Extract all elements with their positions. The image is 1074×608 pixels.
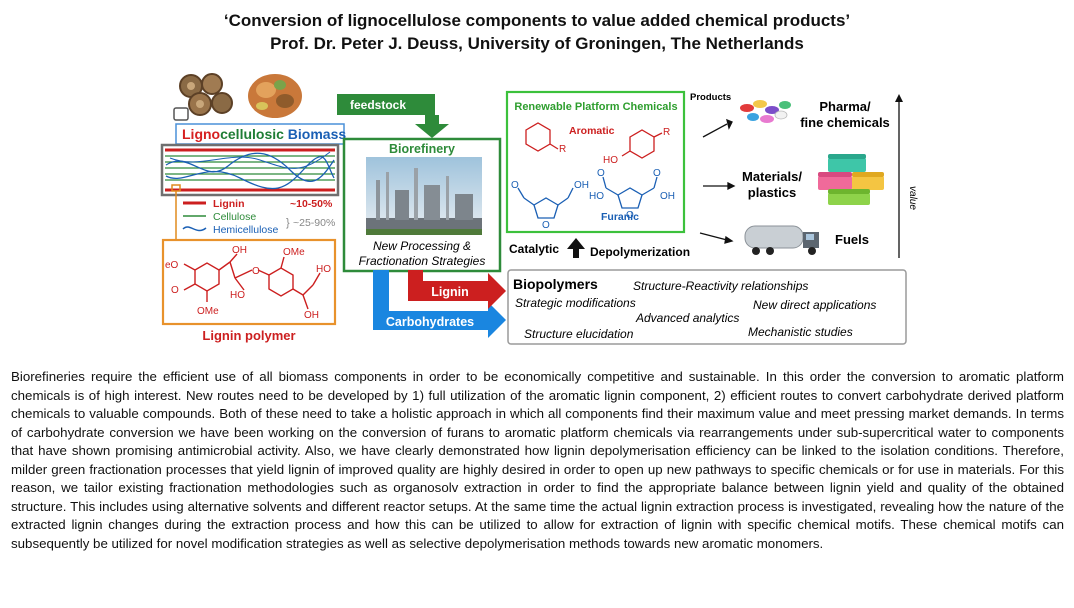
svg-text:~10-50%: ~10-50% bbox=[290, 198, 333, 210]
svg-text:O: O bbox=[252, 266, 260, 277]
svg-text:HO: HO bbox=[230, 290, 245, 301]
svg-text:HO: HO bbox=[603, 155, 618, 166]
products-label: Products bbox=[690, 92, 731, 103]
product-arrows bbox=[699, 118, 736, 244]
svg-text:OH: OH bbox=[574, 180, 589, 191]
body-paragraph: Biorefineries require the efficient use … bbox=[11, 369, 1064, 551]
svg-text:OH: OH bbox=[232, 245, 247, 256]
value-axis-label: value bbox=[907, 186, 918, 210]
materials-label-line2: plastics bbox=[748, 185, 796, 200]
depolymerization-label: Depolymerization bbox=[590, 245, 690, 259]
materials-label-line1: Materials/ bbox=[742, 169, 802, 184]
carbohydrates-arrow bbox=[373, 270, 506, 338]
lignin-arrow-label: Lignin bbox=[431, 285, 469, 299]
furanic-structures bbox=[517, 176, 658, 219]
biopolymers-title: Biopolymers bbox=[513, 276, 598, 292]
title-line-1: ‘Conversion of lignocellulose components… bbox=[223, 11, 851, 30]
svg-text:OMe: OMe bbox=[197, 306, 219, 317]
topic-mechanistic: Mechanistic studies bbox=[748, 325, 853, 339]
biorefinery-caption-line2: Fractionation Strategies bbox=[359, 254, 486, 268]
svg-text:Cellulose: Cellulose bbox=[213, 211, 256, 223]
svg-text:Hemicellulose: Hemicellulose bbox=[213, 224, 279, 236]
title-line-2: Prof. Dr. Peter J. Deuss, University of … bbox=[270, 34, 804, 53]
lignin-structure bbox=[183, 253, 321, 310]
process-diagram: Lignocellulosic Biomass Lignin ~10-50% C… bbox=[160, 72, 918, 345]
organic-waste-image bbox=[248, 74, 302, 118]
aromatic-label: Aromatic bbox=[569, 125, 615, 137]
fibre-structure bbox=[160, 143, 340, 197]
svg-text:HO: HO bbox=[589, 191, 604, 202]
value-axis bbox=[895, 94, 903, 258]
catalytic-label: Catalytic bbox=[509, 242, 559, 256]
svg-text:}: } bbox=[286, 217, 290, 229]
svg-text:O: O bbox=[626, 210, 634, 221]
furanic-structure-labels: O O OH O HO O O OH bbox=[511, 168, 675, 231]
refinery-image bbox=[366, 157, 482, 235]
feedstock-label: feedstock bbox=[350, 98, 406, 112]
aromatic-structures bbox=[525, 122, 663, 159]
feedstock-arrow bbox=[337, 94, 449, 138]
box-icon bbox=[173, 107, 189, 121]
svg-text:O: O bbox=[653, 168, 661, 179]
carbohydrates-arrow-label: Carbohydrates bbox=[386, 315, 474, 329]
platform-chemicals-title: Renewable Platform Chemicals bbox=[514, 101, 677, 113]
svg-text:R: R bbox=[559, 144, 566, 155]
svg-text:R: R bbox=[663, 127, 670, 138]
pharma-label-line1: Pharma/ bbox=[819, 99, 871, 114]
svg-text:O: O bbox=[597, 168, 605, 179]
furanic-label: Furanic bbox=[601, 211, 639, 223]
pharma-label-line2: fine chemicals bbox=[800, 115, 890, 130]
biopolymers-box bbox=[507, 269, 907, 345]
tanker-truck-image bbox=[744, 225, 819, 255]
svg-text:HO: HO bbox=[316, 264, 331, 275]
biorefinery-caption-line1: New Processing & bbox=[373, 239, 471, 253]
svg-text:Lignin: Lignin bbox=[213, 198, 245, 210]
fuels-label: Fuels bbox=[835, 232, 869, 247]
up-arrow-icon bbox=[567, 238, 585, 258]
lignin-polymer-label: Lignin polymer bbox=[202, 328, 295, 343]
composition-legend: Lignin ~10-50% Cellulose Hemicellulose }… bbox=[182, 198, 335, 236]
topic-new-direct: New direct applications bbox=[753, 298, 876, 312]
aromatic-structure-labels: R R HO bbox=[559, 127, 670, 166]
svg-text:OH: OH bbox=[304, 310, 319, 321]
svg-text:OMe: OMe bbox=[283, 247, 305, 258]
svg-text:~25-90%: ~25-90% bbox=[293, 217, 335, 229]
topic-strategic: Strategic modifications bbox=[515, 296, 636, 310]
topic-advanced: Advanced analytics bbox=[635, 311, 739, 325]
svg-text:OH: OH bbox=[660, 191, 675, 202]
svg-text:O: O bbox=[171, 285, 179, 296]
lignin-polymer-box bbox=[161, 238, 337, 326]
biomass-label: Lignocellulosic Biomass bbox=[182, 126, 346, 142]
svg-text:eO: eO bbox=[165, 260, 179, 271]
plastic-containers-image bbox=[818, 154, 884, 205]
biorefinery-title: Biorefinery bbox=[389, 142, 455, 156]
lignin-structure-labels: OH OMe O HO eO O HO OMe OH bbox=[165, 245, 331, 321]
lignin-arrow bbox=[408, 270, 506, 309]
logs-image bbox=[176, 72, 234, 118]
topic-structure-elucidation: Structure elucidation bbox=[524, 327, 634, 341]
svg-text:O: O bbox=[511, 180, 519, 191]
biopolymer-topics: Structure-Reactivity relationships Strat… bbox=[515, 279, 876, 341]
topic-structure-reactivity: Structure-Reactivity relationships bbox=[633, 279, 808, 293]
svg-text:O: O bbox=[542, 220, 550, 231]
platform-chemicals-box bbox=[505, 90, 686, 234]
pills-image bbox=[740, 100, 791, 123]
